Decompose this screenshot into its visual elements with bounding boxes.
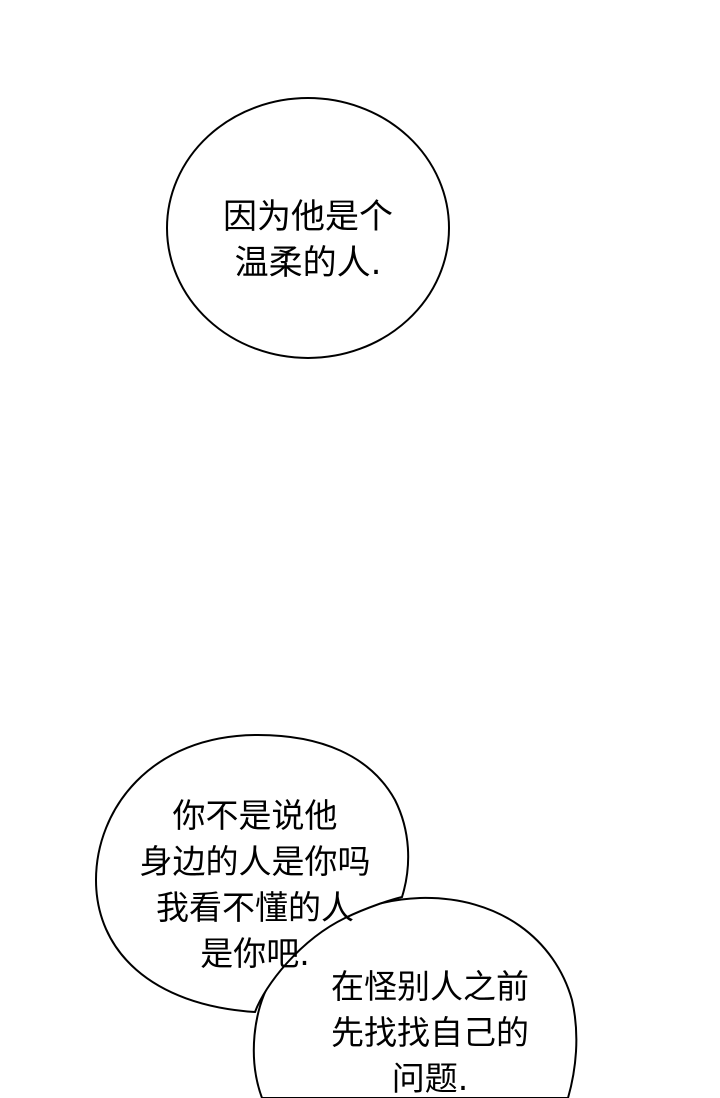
speech-text-right: 在怪别人之前 先找找自己的 问题. bbox=[300, 964, 560, 1098]
speech-line: 身边的人是你吗 bbox=[139, 842, 371, 881]
speech-line: 我看不懂的人 bbox=[156, 888, 354, 927]
speech-bubble-top bbox=[166, 97, 450, 359]
speech-line: 温柔的人. bbox=[234, 243, 382, 283]
speech-text-top: 因为他是个 温柔的人. bbox=[168, 194, 448, 286]
speech-bubble-left bbox=[94, 733, 410, 1014]
speech-line: 你不是说他 bbox=[172, 796, 338, 835]
speech-bubble-right bbox=[252, 896, 578, 1098]
speech-line: 先找找自己的 bbox=[331, 1013, 529, 1052]
speech-line: 问题. bbox=[391, 1059, 469, 1098]
speech-text-left: 你不是说他 身边的人是你吗 我看不懂的人 是你吧. bbox=[100, 793, 410, 977]
speech-line: 在怪别人之前 bbox=[331, 967, 529, 1006]
speech-line: 是你吧. bbox=[200, 934, 310, 973]
speech-line: 因为他是个 bbox=[223, 197, 393, 237]
